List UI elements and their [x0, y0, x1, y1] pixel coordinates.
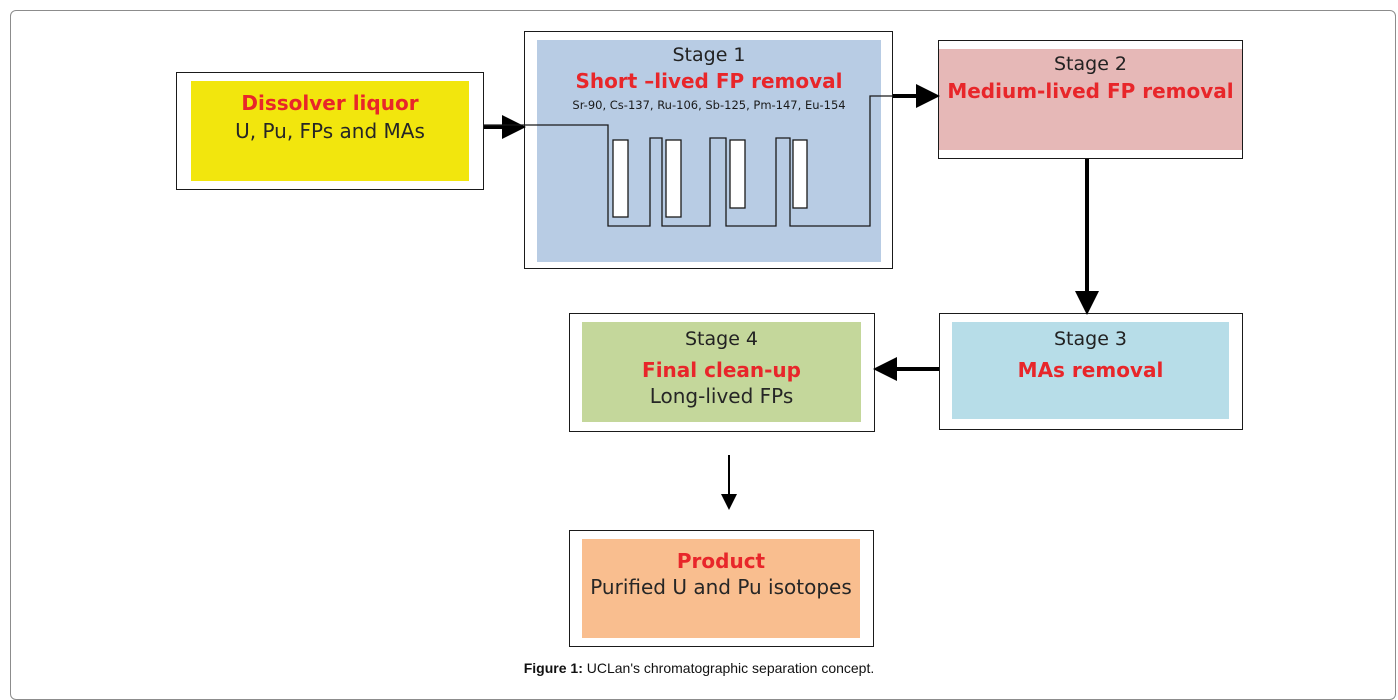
- stage2-title: Medium-lived FP removal: [947, 79, 1234, 103]
- stage4-label: Stage 4: [684, 328, 759, 350]
- stage1-isotopes: Sr-90, Cs-137, Ru-106, Sb-125, Pm-147, E…: [572, 98, 846, 112]
- product-box: Product Purified U and Pu isotopes: [569, 530, 874, 647]
- product-fill: Product Purified U and Pu isotopes: [582, 539, 860, 638]
- stage3-fill: Stage 3 MAs removal: [952, 322, 1229, 419]
- stage4-box: Stage 4 Final clean-up Long-lived FPs: [569, 313, 875, 432]
- stage1-box: Stage 1 Short –lived FP removal Sr-90, C…: [524, 31, 893, 269]
- dissolver-liquor-fill: Dissolver liquor U, Pu, FPs and MAs: [191, 81, 469, 181]
- column-3: [729, 139, 746, 209]
- product-content: Purified U and Pu isotopes: [590, 575, 852, 599]
- stage1-title: Short –lived FP removal: [575, 69, 843, 93]
- stage2-label: Stage 2: [1053, 53, 1128, 75]
- figure-caption: Figure 1: UCLan's chromatographic separa…: [0, 660, 1398, 676]
- stage4-title: Final clean-up: [642, 358, 801, 382]
- dissolver-liquor-title: Dissolver liquor: [241, 91, 419, 115]
- stage1-label: Stage 1: [672, 44, 746, 66]
- stage4-fill: Stage 4 Final clean-up Long-lived FPs: [582, 322, 861, 422]
- stage4-content: Long-lived FPs: [649, 384, 794, 408]
- dissolver-liquor-content: U, Pu, FPs and MAs: [235, 119, 425, 143]
- column-1: [612, 139, 629, 218]
- stage3-title: MAs removal: [1017, 358, 1164, 382]
- stage3-box: Stage 3 MAs removal: [939, 313, 1243, 430]
- stage1-fill: Stage 1 Short –lived FP removal Sr-90, C…: [537, 40, 881, 262]
- stage2-fill: Stage 2 Medium-lived FP removal: [939, 49, 1242, 150]
- column-4: [792, 139, 808, 209]
- figure-caption-text: UCLan's chromatographic separation conce…: [582, 660, 875, 676]
- column-flow-path: [484, 95, 893, 227]
- dissolver-liquor-box: Dissolver liquor U, Pu, FPs and MAs: [176, 72, 484, 190]
- product-title: Product: [676, 549, 766, 573]
- figure-caption-prefix: Figure 1:: [523, 660, 583, 676]
- stage2-box: Stage 2 Medium-lived FP removal: [938, 40, 1243, 159]
- stage3-label: Stage 3: [1053, 328, 1128, 350]
- column-2: [665, 139, 682, 218]
